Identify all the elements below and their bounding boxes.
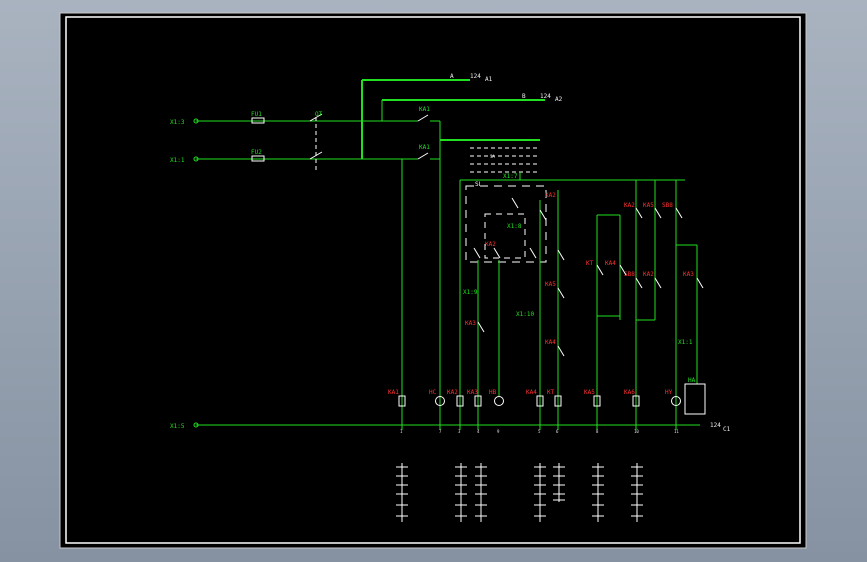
branch-contacts xyxy=(473,197,704,357)
fuse-fu1: FU1 xyxy=(251,111,265,124)
svg-text:KA2: KA2 xyxy=(447,389,458,396)
svg-text:HY: HY xyxy=(665,389,673,396)
svg-text:KA5: KA5 xyxy=(584,389,595,396)
svg-text:KA5: KA5 xyxy=(545,281,556,288)
contact-labels: KA2 KA2 KA3 KA5 KT KA4 KA4 KA5 SB8 SB8 K… xyxy=(465,192,694,346)
switch-qt: QT xyxy=(309,111,323,170)
node-numbers: 1 7 3 4 9 5 6 8 10 11 xyxy=(400,429,679,434)
bus-b-letter: B xyxy=(522,93,526,100)
drawing-frame xyxy=(65,16,801,544)
svg-text:KA3: KA3 xyxy=(467,389,478,396)
svg-text:4: 4 xyxy=(477,429,480,434)
svg-text:SB8: SB8 xyxy=(662,202,673,209)
svg-text:KA3: KA3 xyxy=(465,320,476,327)
svg-text:KA3: KA3 xyxy=(683,271,694,278)
svg-text:KA1: KA1 xyxy=(419,144,430,151)
terminals-mid: X1:7 X1:8 X1:9 X1:10 X1:1 xyxy=(463,173,693,346)
svg-text:1: 1 xyxy=(400,429,403,434)
switch-label: QT xyxy=(315,111,323,118)
svg-text:KA4: KA4 xyxy=(605,260,616,267)
svg-text:KA6: KA6 xyxy=(624,389,635,396)
supply-wiring xyxy=(196,79,700,430)
fuse-label: FU2 xyxy=(251,149,262,156)
svg-text:3: 3 xyxy=(458,429,461,434)
svg-text:KT: KT xyxy=(547,389,555,396)
svg-text:6: 6 xyxy=(556,429,559,434)
svg-text:10: 10 xyxy=(634,429,639,434)
terminal-x1-5: X1:5 xyxy=(170,423,185,430)
sl-label: SL xyxy=(475,181,483,188)
contact-ka1-bottom: KA1 xyxy=(417,144,430,160)
svg-text:HA: HA xyxy=(688,377,696,384)
fuse-fu2: FU2 xyxy=(251,149,265,162)
sensor-sl-box: SL xyxy=(465,181,547,263)
svg-text:KA1: KA1 xyxy=(388,389,399,396)
svg-text:KA5: KA5 xyxy=(643,202,654,209)
bus-b-ref: 124 xyxy=(540,93,551,100)
svg-text:KA4: KA4 xyxy=(526,389,537,396)
bottom-devices xyxy=(398,260,706,415)
fuse-label: FU1 xyxy=(251,111,262,118)
svg-text:11: 11 xyxy=(674,429,679,434)
svg-text:X1:7: X1:7 xyxy=(503,173,518,180)
bus-a-letter: A xyxy=(450,73,454,80)
svg-text:X1:9: X1:9 xyxy=(463,289,478,296)
svg-text:KA2: KA2 xyxy=(624,202,635,209)
bottom-device-labels: KA1 HC KA2 KA3 HB KA4 KT KA5 KA6 HY HA xyxy=(388,377,696,396)
bus-c-sub: C1 xyxy=(723,426,731,433)
bus-b-sub: A2 xyxy=(555,96,563,103)
bus-a-sub: A1 xyxy=(485,76,493,83)
terminal-x1-3: X1:3 xyxy=(170,119,185,126)
contact-ka1-top: KA1 xyxy=(417,106,430,122)
svg-text:9: 9 xyxy=(497,429,500,434)
bus-a-ref: 124 xyxy=(470,73,481,80)
svg-text:8: 8 xyxy=(596,429,599,434)
branch-wires xyxy=(459,180,698,430)
svg-text:KA4: KA4 xyxy=(545,339,556,346)
terminal-x1-1: X1:1 xyxy=(170,157,185,164)
svg-text:X1:10: X1:10 xyxy=(516,311,534,318)
svg-text:7: 7 xyxy=(439,429,442,434)
svg-text:X1:8: X1:8 xyxy=(507,223,522,230)
svg-text:X1:1: X1:1 xyxy=(678,339,693,346)
svg-text:KA2: KA2 xyxy=(485,241,496,248)
cross-reference-marks xyxy=(396,463,643,522)
svg-text:SA: SA xyxy=(490,154,495,159)
bus-c-ref: 124 xyxy=(710,422,721,429)
drawing-sheet xyxy=(59,12,807,549)
svg-text:KT: KT xyxy=(586,260,594,267)
selector-sa: SA xyxy=(470,147,540,173)
svg-text:5: 5 xyxy=(538,429,541,434)
svg-text:HB: HB xyxy=(489,389,497,396)
svg-text:KA2: KA2 xyxy=(545,192,556,199)
svg-text:KA2: KA2 xyxy=(643,271,654,278)
svg-text:SB8: SB8 xyxy=(624,271,635,278)
svg-text:KA1: KA1 xyxy=(419,106,430,113)
svg-text:HC: HC xyxy=(429,389,437,396)
